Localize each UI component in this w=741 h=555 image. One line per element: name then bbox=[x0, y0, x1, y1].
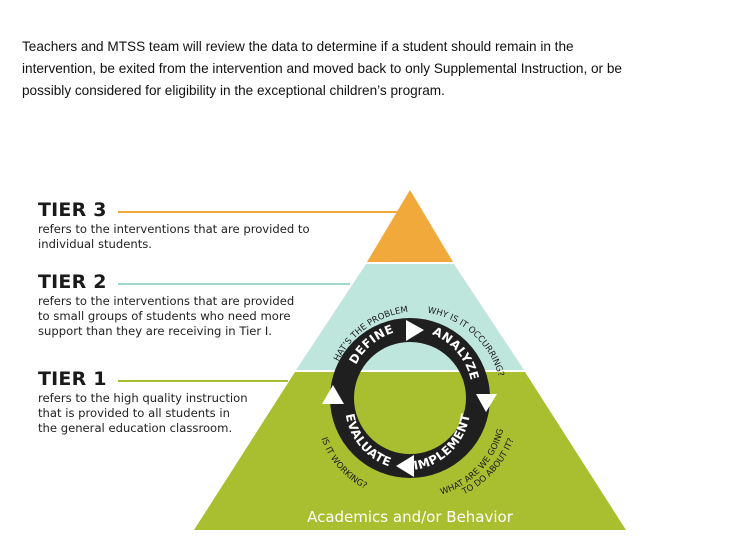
tier1-desc-line-3: the general education classroom. bbox=[38, 421, 233, 435]
cycle-ring bbox=[322, 318, 497, 478]
tier2-title: TIER 2 bbox=[38, 271, 107, 293]
base-label: Academics and/or Behavior bbox=[307, 508, 514, 526]
tier2-desc-line-2: to small groups of students who need mor… bbox=[38, 309, 291, 323]
tier1-connector-line bbox=[118, 380, 288, 382]
tier2-description: refers to the interventions that are pro… bbox=[38, 294, 294, 339]
tier2-desc-line-3: support than they are receiving in Tier … bbox=[38, 324, 272, 338]
tier1-desc-line-2: that is provided to all students in bbox=[38, 406, 230, 420]
tier1-desc-line-1: refers to the high quality instruction bbox=[38, 391, 248, 405]
tier2-desc-line-1: refers to the interventions that are pro… bbox=[38, 294, 295, 308]
tier3-desc-line-1: refers to the interventions that are pro… bbox=[38, 222, 310, 236]
arrow-left-icon bbox=[396, 455, 414, 477]
intro-line-1: Teachers and MTSS team will review the d… bbox=[22, 39, 574, 54]
arrow-down-icon bbox=[476, 394, 497, 412]
arrow-up-icon bbox=[322, 385, 344, 404]
tier1-band bbox=[194, 372, 626, 530]
tier3-triangle bbox=[367, 190, 453, 262]
arrow-right-icon bbox=[406, 320, 424, 341]
tier3-desc-line-2: individual students. bbox=[38, 237, 152, 251]
tier2-connector-line bbox=[118, 283, 350, 285]
intro-line-2: intervention, be exited from the interve… bbox=[22, 61, 622, 76]
tier3-connector-line bbox=[118, 211, 399, 213]
tier3-description: refers to the interventions that are pro… bbox=[38, 222, 310, 252]
tier3-title: TIER 3 bbox=[38, 199, 107, 221]
tier1-title: TIER 1 bbox=[38, 368, 107, 390]
intro-paragraph: Teachers and MTSS team will review the d… bbox=[22, 36, 722, 102]
intro-line-3: possibly considered for eligibility in t… bbox=[22, 83, 445, 98]
tier1-description: refers to the high quality instruction t… bbox=[38, 391, 248, 436]
